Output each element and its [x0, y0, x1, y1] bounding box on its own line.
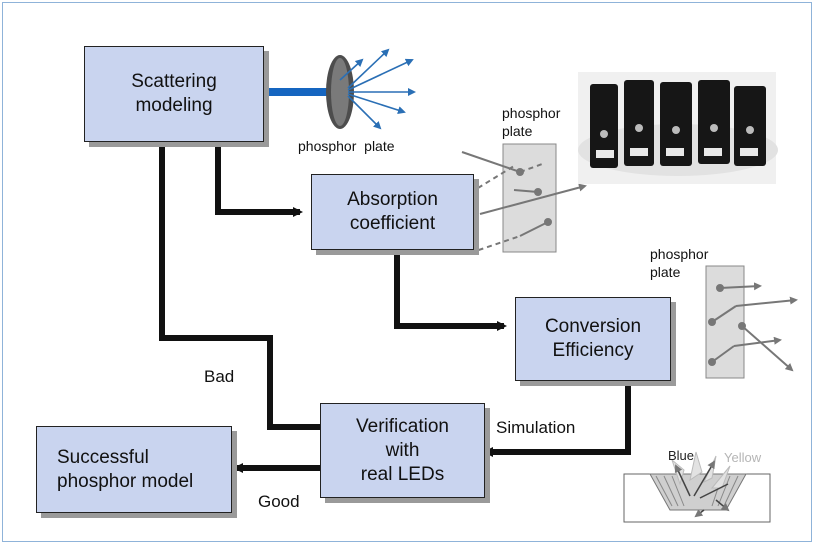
blue-label: Blue [668, 448, 694, 463]
scattering-modeling-box: Scattering modeling [84, 46, 264, 142]
phosphor-plate-label-2: phosphor plate [502, 105, 561, 139]
bad-label: Bad [204, 367, 235, 386]
conversion-efficiency-box: Conversion Efficiency [515, 297, 671, 381]
led-cross-section: Blue Yellow [623, 448, 771, 523]
scattering-line-2: modeling [135, 95, 213, 116]
good-label: Good [258, 492, 300, 511]
verification-line-1: Verification [356, 415, 449, 437]
successful-model-box: Successful phosphor model [36, 426, 232, 513]
phosphor-plate-label-3: phosphor plate [650, 246, 709, 280]
arrow-absorption-to-conversion [394, 250, 507, 331]
verification-line-3: real LEDs [360, 463, 445, 485]
absorption-coefficient-box: Absorption coefficient [311, 174, 474, 250]
beam-arrow [266, 80, 352, 104]
simulation-label: Simulation [496, 418, 576, 437]
arrow-conversion-to-verification [483, 382, 631, 457]
plate-rect-1 [502, 143, 557, 253]
led-photo [578, 72, 778, 184]
verification-box: Verification with real LEDs [320, 403, 485, 498]
phosphor-plate-label-1: phosphor plate [298, 138, 395, 154]
scattering-line-1: Scattering [131, 71, 217, 92]
yellow-label: Yellow [724, 450, 762, 465]
scattering-illustration [266, 48, 416, 130]
successful-line-2: phosphor model [57, 470, 194, 492]
arrow-verification-to-scattering [157, 137, 320, 430]
absorption-plate-illustration [461, 143, 587, 254]
absorption-line-1: Absorption [347, 189, 438, 210]
successful-line-1: Successful [57, 446, 149, 468]
conversion-plate-illustration [705, 265, 798, 379]
absorption-line-2: coefficient [349, 213, 436, 234]
verification-line-2: with [385, 439, 420, 461]
flow-arrows [157, 137, 631, 473]
conversion-line-1: Conversion [544, 316, 642, 337]
arrow-scattering-to-absorption [215, 140, 303, 217]
conversion-line-2: Efficiency [552, 340, 634, 361]
